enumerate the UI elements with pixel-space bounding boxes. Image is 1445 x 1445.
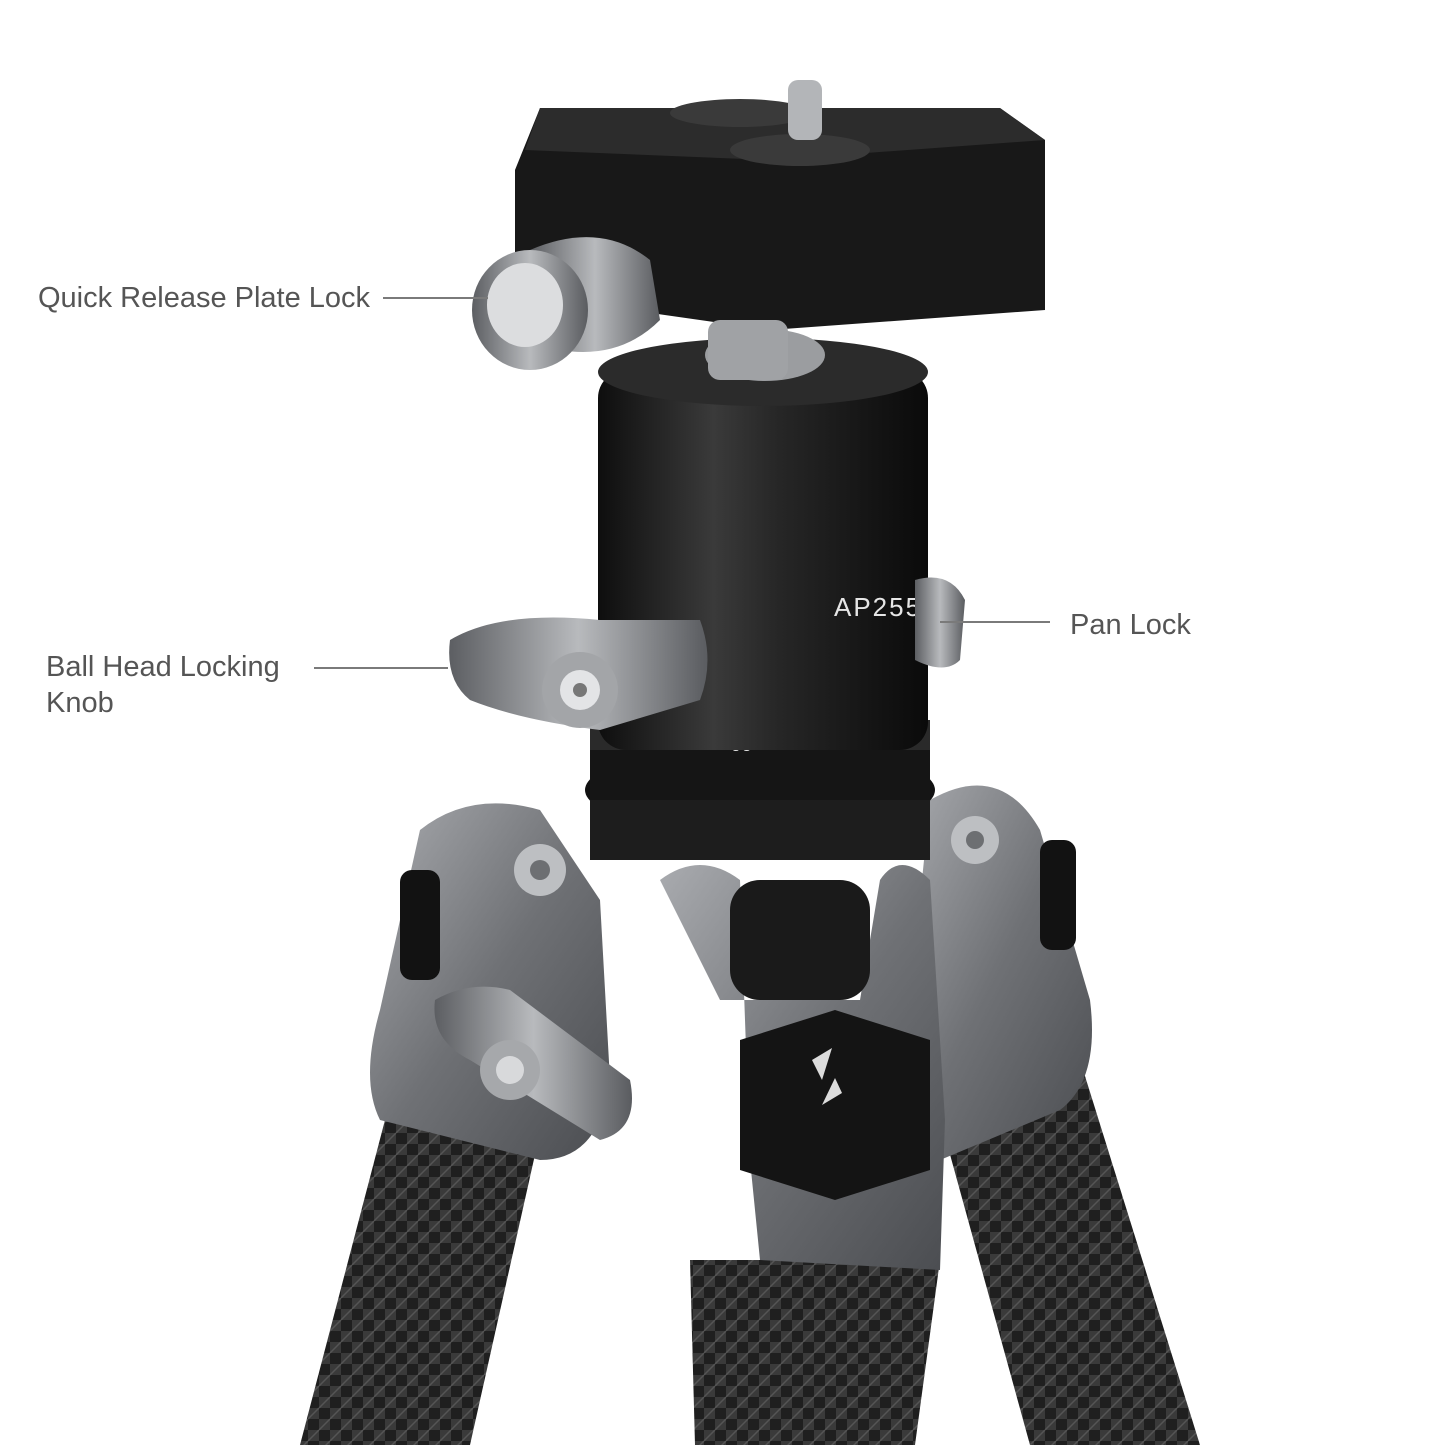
ball-head-leader-line (314, 667, 448, 669)
brand-logo-icon (812, 1048, 842, 1105)
leg-lock-knob (434, 986, 632, 1140)
pan-lock-leader-line (940, 621, 1050, 623)
ball-head-locking-knob-label: Ball Head Locking Knob (46, 649, 326, 721)
pan-lock-label: Pan Lock (1070, 609, 1191, 641)
ball-head-label-line2: Knob (46, 687, 114, 719)
ball-head-locking-knob (449, 617, 708, 730)
quick-release-plate-lock-label: Quick Release Plate Lock (38, 282, 371, 314)
tripod-legs (300, 1060, 1200, 1445)
quick-release-leader-line (383, 297, 488, 299)
quick-release-lock-knob (472, 237, 660, 370)
model-marking: AP255 (834, 592, 922, 622)
ball-head-label-line1: Ball Head Locking (46, 651, 280, 683)
